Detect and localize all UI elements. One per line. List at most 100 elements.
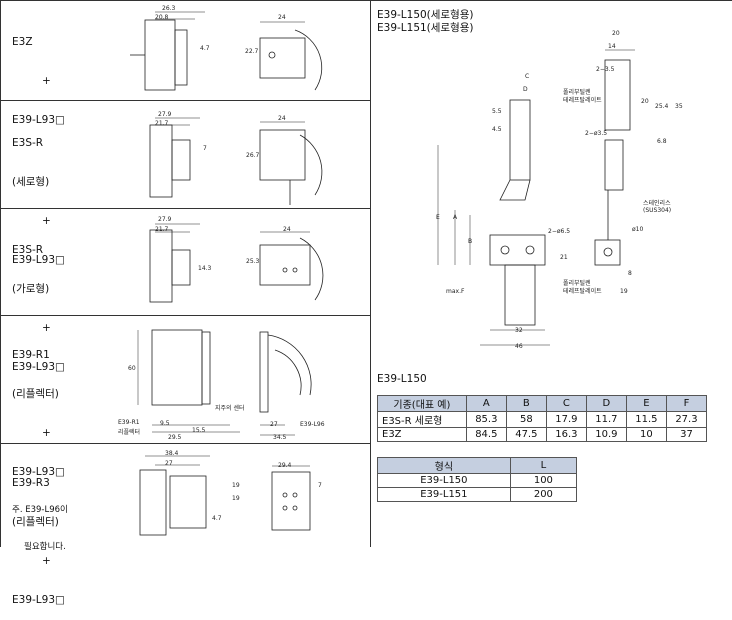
dim-label: 6.8 [657, 138, 667, 145]
dim-label: 35 [675, 103, 683, 110]
material-label: (SUS304) [643, 207, 672, 214]
e39-l96-bracket [259, 331, 269, 413]
table-cell: 10 [625, 427, 667, 442]
title-line: E39-L93□ [12, 254, 65, 266]
table-cell: 27.3 [665, 411, 708, 428]
table1-title: E39-L150 [377, 373, 427, 385]
title-line: E3S-R [12, 244, 44, 256]
dim-label: 27.9 [158, 111, 172, 118]
section-title-e39r1: E39-R1 (리플렉터) + E39-L93□ 주. E39-L96이 필요합… [12, 323, 68, 566]
dim-label: 9.5 [160, 420, 170, 427]
title-line: (세로형) [12, 176, 50, 188]
title-line: E3Z [12, 36, 33, 48]
table-cell: 16.3 [545, 427, 587, 442]
dim-label: 25.3 [246, 258, 260, 265]
e3sr-v-front-body [259, 129, 306, 181]
part-label: E39-L96 [300, 421, 325, 428]
side-view-upper [604, 59, 631, 131]
material-label: 테레프탈레이트 [563, 97, 602, 104]
section-title-e39r3: E39-R3 (리플렉터) + E39-L93□ [12, 451, 65, 620]
frame-divider [370, 0, 371, 547]
title-line: E3S-R [12, 137, 44, 149]
title-line: E39-R3 [12, 477, 50, 489]
table-header: L [509, 457, 578, 474]
section-title-e3sr-vertical: E3S-R (세로형) + E39-L93□ [12, 111, 65, 280]
dim-label: 32 [515, 327, 523, 334]
section-title-e3z: E3Z + E39-L93□ [12, 10, 65, 140]
dim-label: 24 [278, 115, 286, 122]
dim-label: 29.4 [278, 462, 292, 469]
left-drawings [130, 11, 324, 536]
table-row: E39-L150 100 [377, 473, 578, 488]
e3sr-h-side-body [149, 229, 173, 303]
dim-label: 27 [270, 421, 278, 428]
title-line: E39-R1 [12, 349, 50, 361]
title-line: + [42, 555, 51, 567]
dim-label: 4.7 [200, 45, 210, 52]
e39r1-body [151, 329, 203, 406]
table-cell: 200 [509, 487, 578, 502]
dim-label: 2−3.5 [596, 66, 615, 73]
dim-label: 27.9 [158, 216, 172, 223]
dim-label: 20 [612, 30, 620, 37]
dim-label: D [523, 86, 528, 93]
dim-label: 4.7 [212, 515, 222, 522]
dim-label: 26.7 [246, 152, 260, 159]
frame-left [0, 0, 1, 547]
right-title-line: E39-L150(세로형용) [377, 9, 474, 21]
section-title-e3sr-horizontal: E3S-R (가로형) + E39-L93□ [12, 218, 65, 387]
dim-label: 14 [608, 43, 616, 50]
dim-label: 29.5 [168, 434, 182, 441]
dim-label: 7 [203, 145, 207, 152]
right-title-line: E39-L151(세로형용) [377, 22, 474, 34]
e3z-side-bracket [174, 29, 188, 86]
table-cell: 11.7 [585, 411, 627, 428]
table-header: 형식 [377, 457, 511, 474]
dim-label: 19 [620, 288, 628, 295]
part-label: E39-R1 [118, 419, 140, 426]
title-line: E39-L93□ [12, 361, 65, 373]
dim-label: 46 [515, 343, 523, 350]
dim-label: 21.7 [155, 120, 169, 127]
title-line: E39-L93□ [12, 594, 65, 606]
material-label: 스테인리스 [643, 200, 671, 207]
dim-label: 4.5 [492, 126, 502, 133]
dim-label: 22.7 [245, 48, 259, 55]
material-label: 폴리부틸렌 [563, 89, 591, 96]
section-divider-3 [0, 315, 370, 316]
dim-label: 27 [165, 460, 173, 467]
dim-label: 15.5 [192, 427, 206, 434]
table-header: C [545, 395, 587, 412]
table-cell: 47.5 [505, 427, 547, 442]
table-header: B [505, 395, 547, 412]
table-header: F [665, 395, 708, 412]
dim-label: C [525, 73, 530, 80]
dim-label: B [468, 238, 473, 245]
title-line: (가로형) [12, 283, 50, 295]
title-line: + [42, 322, 51, 334]
length-table: 형식 L E39-L150 100 E39-L151 200 [377, 457, 578, 502]
table-cell: 100 [509, 473, 578, 488]
e39r3-side-body [139, 469, 167, 536]
table-cell: 37 [665, 427, 708, 442]
side-view-middle [604, 139, 624, 191]
e39r3-front-body [271, 471, 311, 531]
dim-label: 25.4 [655, 103, 669, 110]
right-drawing [437, 49, 635, 346]
dim-label: A [453, 214, 458, 221]
table-cell: 10.9 [585, 427, 627, 442]
dim-label: 8 [628, 270, 632, 277]
material-label: 폴리부틸렌 [563, 280, 591, 287]
table-cell: E39-L151 [377, 487, 511, 502]
dim-label: 24 [278, 14, 286, 21]
title-line: E39-L93□ [12, 466, 65, 478]
table-cell: E39-L150 [377, 473, 511, 488]
part-label: 지주의 센터 [215, 405, 245, 412]
section-divider-1 [0, 100, 370, 101]
dim-label: 7 [318, 482, 322, 489]
bracket-bend [499, 179, 531, 201]
table-row: E39-L151 200 [377, 487, 578, 502]
section-divider-2 [0, 208, 370, 209]
e3z-side-body [144, 19, 176, 91]
dim-label: 20 [641, 98, 649, 105]
